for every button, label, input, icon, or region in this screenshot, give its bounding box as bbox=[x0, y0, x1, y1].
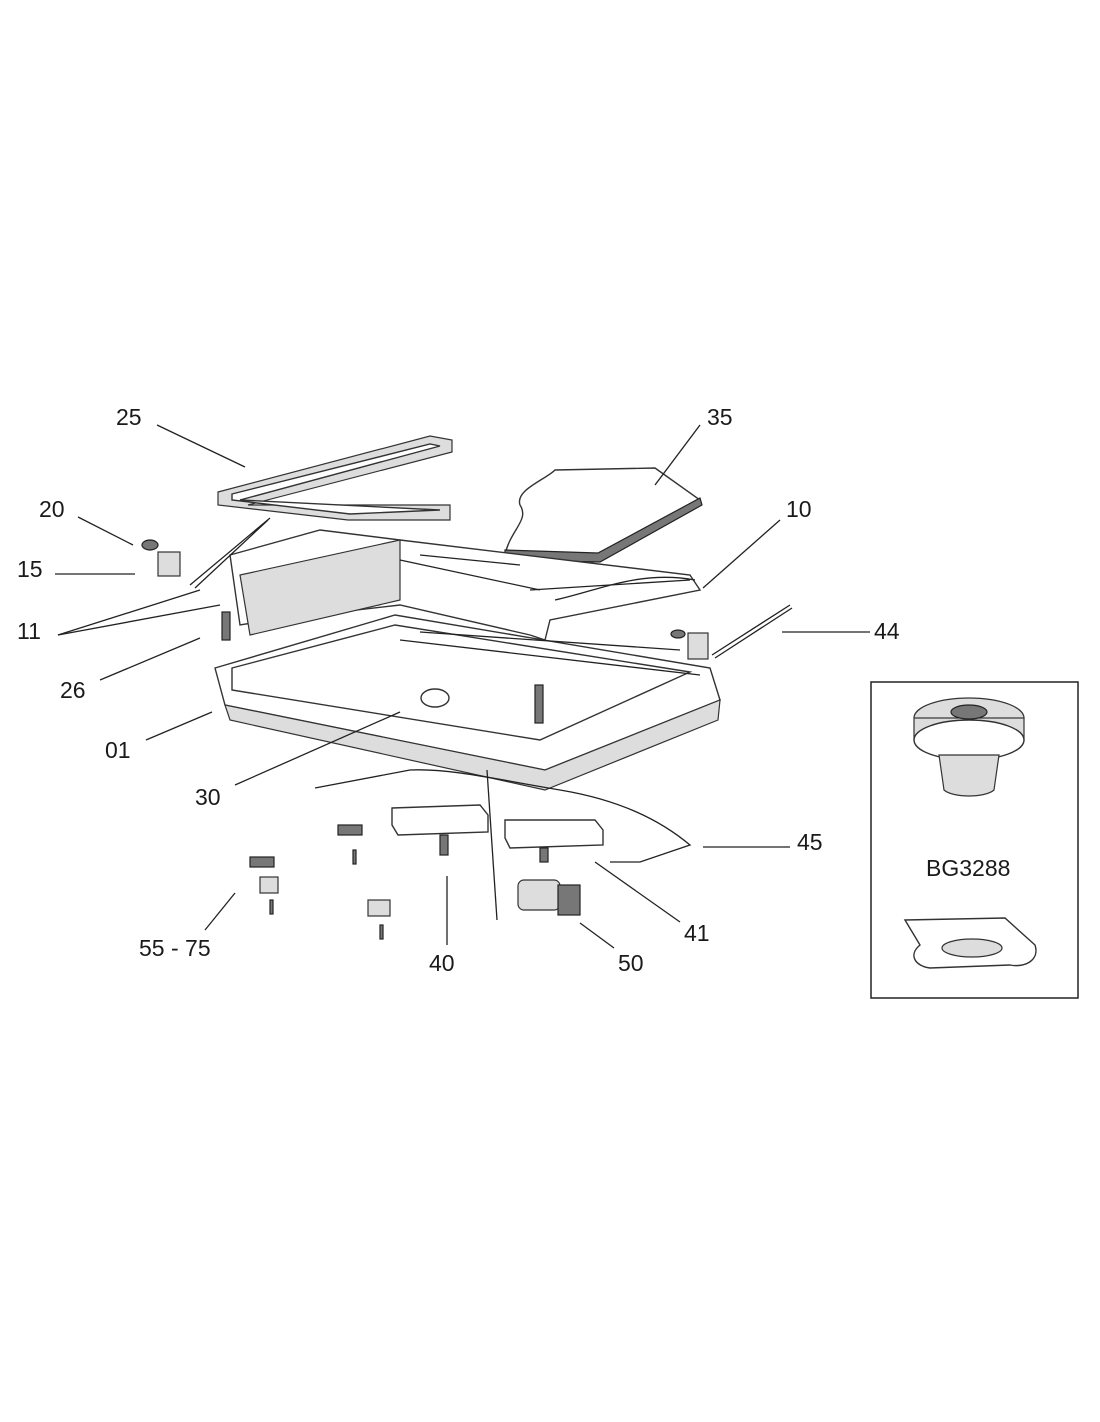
part-10-upper-frame bbox=[229, 529, 702, 641]
part-45-cable bbox=[314, 769, 692, 863]
label-11: 11 bbox=[17, 618, 41, 644]
label-15: 15 bbox=[17, 556, 43, 582]
label-45: 45 bbox=[797, 829, 823, 855]
label-55-75: 55 - 75 bbox=[139, 935, 211, 961]
label-20: 20 bbox=[39, 496, 65, 522]
label-01: 01 bbox=[105, 737, 131, 763]
leader-lines bbox=[55, 424, 870, 949]
label-26: 26 bbox=[60, 677, 86, 703]
center-axis-line bbox=[486, 769, 498, 921]
clip-part-icon bbox=[903, 917, 1037, 969]
part-41-switch bbox=[504, 819, 604, 863]
part-25-seal bbox=[217, 435, 453, 521]
label-50: 50 bbox=[618, 950, 644, 976]
label-10: 10 bbox=[786, 496, 812, 522]
part-40-switch bbox=[391, 804, 489, 856]
label-35: 35 bbox=[707, 404, 733, 430]
part-springs-levers bbox=[141, 517, 793, 724]
part-55-75-clips bbox=[249, 824, 391, 940]
label-40: 40 bbox=[429, 950, 455, 976]
label-44: 44 bbox=[874, 618, 900, 644]
part-01-base-frame bbox=[214, 614, 721, 791]
part-50-motor bbox=[517, 879, 581, 916]
inset-label: BG3288 bbox=[926, 855, 1010, 881]
inset-bg3288: BG3288 bbox=[870, 681, 1079, 999]
label-30: 30 bbox=[195, 784, 221, 810]
part-35-glass-pane bbox=[504, 467, 703, 563]
label-41: 41 bbox=[684, 920, 710, 946]
label-25: 25 bbox=[116, 404, 142, 430]
gear-part-icon bbox=[913, 697, 1025, 797]
